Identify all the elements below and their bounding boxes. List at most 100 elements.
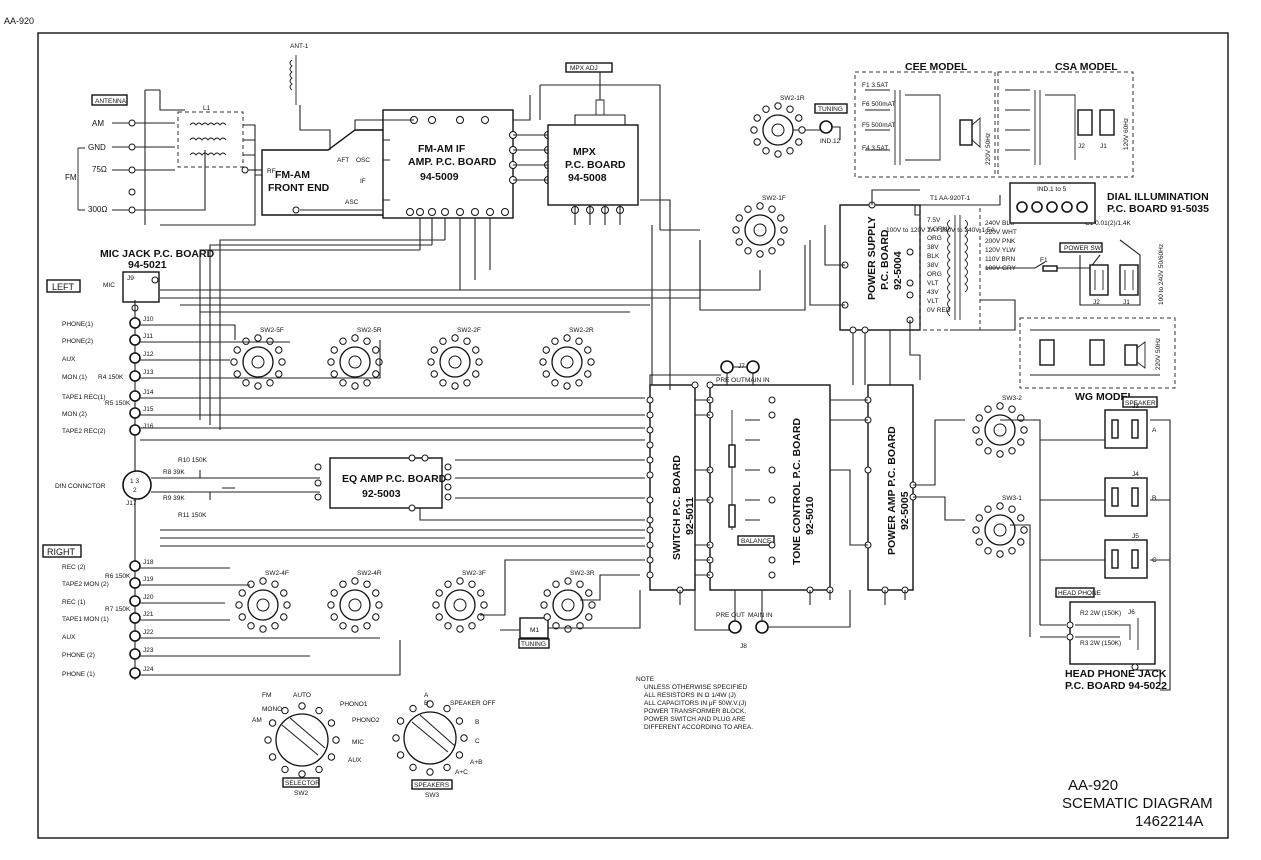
if-pin [428,116,436,124]
right-jack-label: PHONE (2) [62,652,95,659]
svg-text:IF: IF [360,178,366,185]
tap-label: 110V BRN [985,256,1016,263]
speaker-label: SPEAKER [1125,400,1156,407]
right-jack-id: J23 [143,647,154,654]
switch-board-pin [646,516,654,524]
mpx-sub: P.C. BOARD [565,159,626,171]
if-pin [471,208,479,216]
mpx-number: 94-5008 [568,172,607,184]
speaker-jack-id: J5 [1132,533,1139,540]
svg-text:J2: J2 [1093,299,1100,306]
ps-number: 92-5004 [892,251,904,290]
ps-title: POWER SUPPLY [866,216,878,300]
knob-position-dot [315,765,323,774]
wafer-id: SW2-4R [357,570,382,577]
svg-text:OSC: OSC [356,157,370,164]
resistor-label: R4 150K [98,374,124,381]
if-pin [416,208,424,216]
mpx-board: MPX P.C. BOARD 94-5008 MPX ADJ [540,62,661,230]
wg-model-block: WG MODEL 220V 50Hz [1019,317,1176,403]
wafer-switch: SW2-5F [230,327,286,390]
selector-knob[interactable]: FM AUTO MONO PHONO1 AM PHONO2 MIC AUX SE… [252,692,380,797]
l1-label: L1 [203,105,211,112]
wafer-id: SW2-1F [762,195,786,202]
headphone-title: HEAD PHONE JACK [1065,668,1167,680]
input-jack-icon [129,390,141,402]
antenna-fm: FM [65,173,77,182]
svg-text:R3 2W (150K): R3 2W (150K) [1080,640,1121,647]
knob-position-dot [392,734,400,742]
svg-text:MONO: MONO [262,706,282,713]
fm-am-if-number: 94-5009 [420,171,459,183]
pre-out-bot: PRE OUT [716,612,745,619]
lamp-icon [1076,201,1088,213]
eq-title: EQ AMP P.C. BOARD [342,473,447,485]
secondary-label: BLK [927,253,940,260]
input-jack-icon [129,317,141,329]
svg-text:SPEAKER OFF: SPEAKER OFF [450,700,496,707]
speakers-knob[interactable]: A B SPEAKER OFF B C A+B A+C SPEAKERS SW3 [392,692,496,799]
speaker-jack-id: J4 [1132,471,1139,478]
wafer-switch: SW2-3R [540,570,596,633]
if-pin [456,208,464,216]
secondary-label: ORG [927,235,942,242]
svg-text:ASC: ASC [345,199,359,206]
knob-position-dot [327,719,336,727]
knob-position-dot [268,719,277,727]
switch-board: SWITCH P.C. BOARD 92-5011 [649,384,696,591]
svg-text:AUTO: AUTO [293,692,311,699]
main-in-top: MAIN IN [745,377,770,384]
svg-text:AFT: AFT [337,157,349,164]
board-pin [706,381,714,389]
right-jack-label: TAPE2 MON (2) [62,581,109,588]
svg-text:R2 2W (150K): R2 2W (150K) [1080,610,1121,617]
front-end-title: FM-AM [275,169,310,181]
mic-board-title: MIC JACK P.C. BOARD [100,248,215,260]
wafer-id: SW3-2 [1002,395,1022,402]
wafer-switch: SW2-2F [427,327,483,390]
svg-text:RF: RF [267,168,276,175]
power-supply-board: POWER SUPPLY P.C. BOARD 92-5004 [839,201,921,334]
wafer-id: SW2-3F [462,570,486,577]
switch-board-pin [646,571,654,579]
switch-board-pin [646,456,654,464]
csa-voltage: 120V 60Hz [1123,118,1130,150]
tone-title: TONE CONTROL P.C. BOARD [791,418,803,565]
eq-number: 92-5003 [362,488,401,500]
switch-board-pin [646,496,654,504]
input-jack-icon [129,630,141,642]
tuning-meter: M1 TUNING [518,617,550,649]
svg-text:C: C [475,738,480,745]
power-sw-label: POWER SW [1064,245,1102,252]
svg-text:R8 39K: R8 39K [163,469,185,476]
knob-position-dot [281,765,289,774]
resistor-label: R11 150K [178,512,207,519]
antenna-75: 75Ω [92,165,107,174]
main-in-bot: MAIN IN [748,612,773,619]
right-jack-label: AUX [62,634,76,641]
resistor-label: R7 150K [105,606,131,613]
svg-text:M1: M1 [530,627,539,634]
antenna-am: AM [92,119,104,128]
svg-text:ALL CAPACITORS IN μF 50W.V.(J): ALL CAPACITORS IN μF 50W.V.(J) [644,700,746,707]
switch-board-pin [646,441,654,449]
svg-text:J1: J1 [1123,299,1130,306]
din-connector: DIN CONNCTOR J17 1 32 R8 39K R9 39K [55,469,320,507]
secondary-label: 43V [927,289,939,296]
switch-board-pin [646,471,654,479]
ind1to5-label: IND.1 to 5 [1037,186,1067,193]
switch-board-pin [646,411,654,419]
input-jack-icon [129,334,141,346]
notes-title: NOTE [636,676,655,683]
notes-block: NOTE UNLESS OTHERWISE SPECIFIED ALL RESI… [636,676,753,731]
svg-text:AM: AM [252,717,262,724]
right-jack-label: REC (1) [62,599,85,606]
headphone-label: HEAD PHONE [1058,590,1102,597]
svg-text:J1: J1 [1100,143,1107,150]
ps-sub: P.C. BOARD [879,229,891,290]
knob-position-dot [332,736,340,744]
svg-text:R9 39K: R9 39K [163,495,185,502]
headphone-number: P.C. BOARD 94-5022 [1065,680,1167,692]
